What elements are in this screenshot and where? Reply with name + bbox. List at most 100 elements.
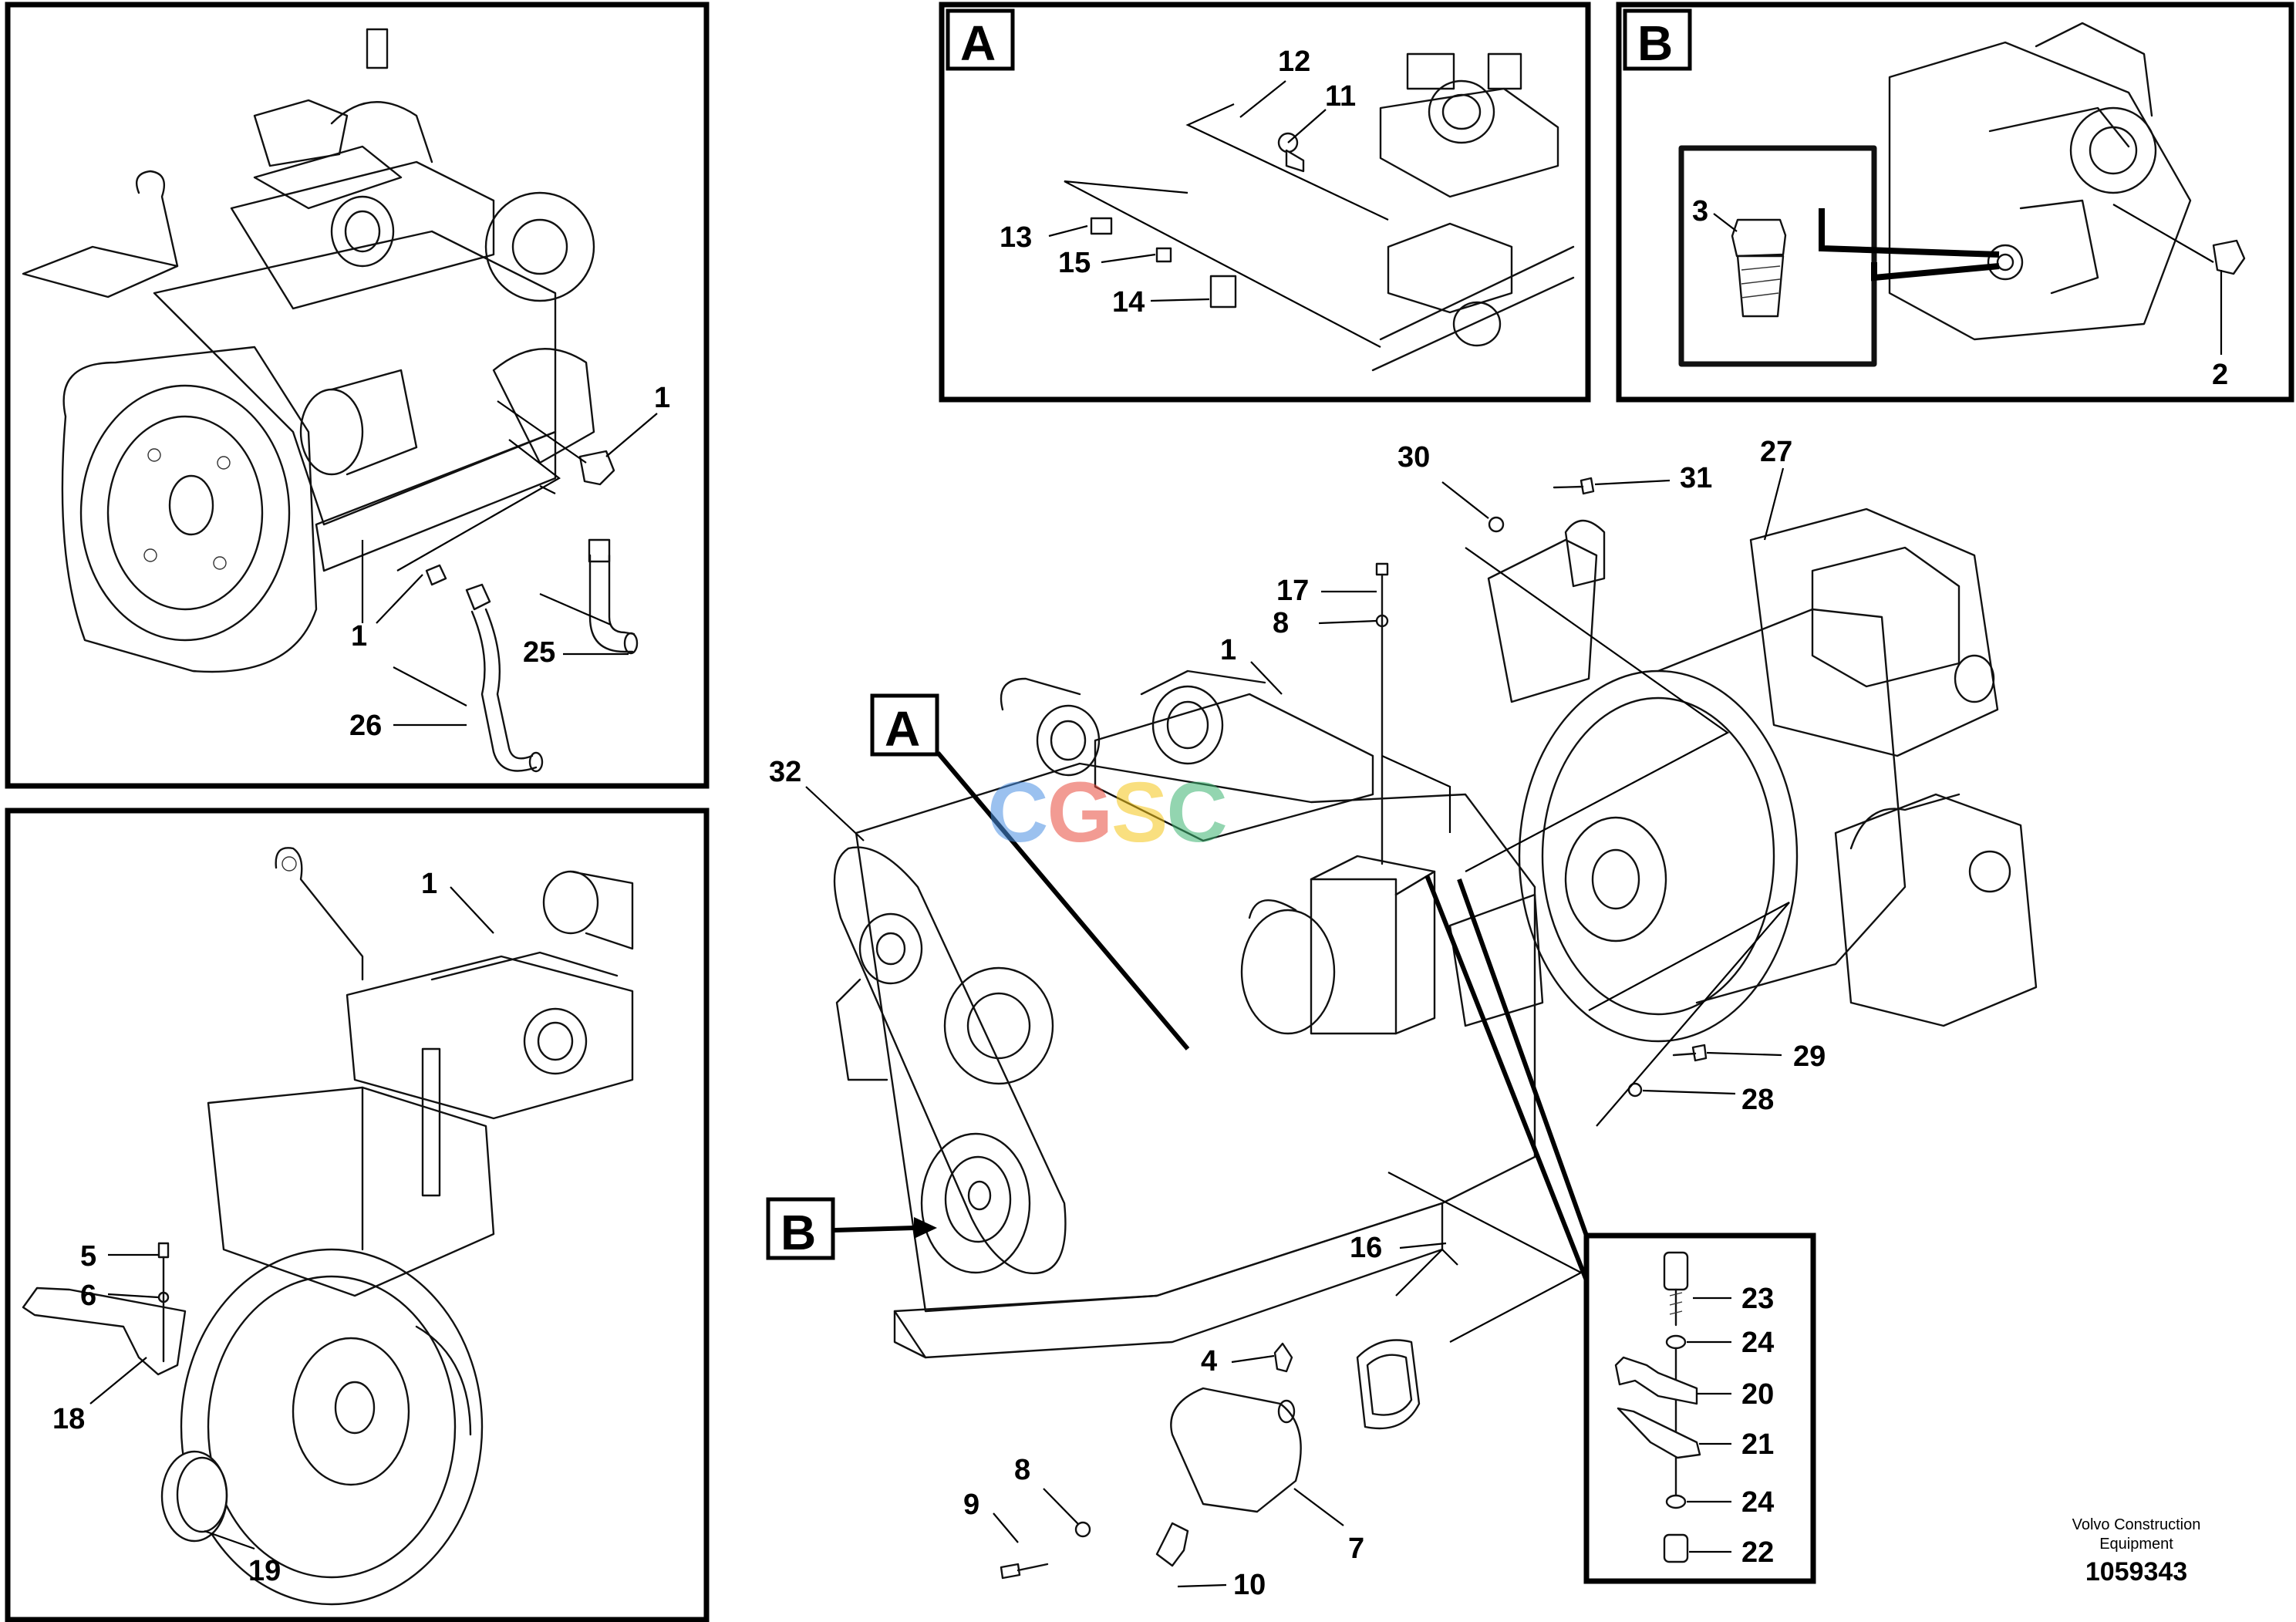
leader-4 [1231, 1354, 1275, 1364]
callout-15: 15 [1058, 247, 1091, 279]
leader-14 [1150, 298, 1210, 302]
watermark-logo: CGSC [987, 764, 1228, 862]
callout-13: 13 [1000, 221, 1032, 254]
leader-19 [204, 1529, 255, 1550]
detail-b-arrowhead [914, 1217, 937, 1239]
leader-31 [1594, 479, 1671, 486]
callout-11: 11 [1325, 80, 1356, 113]
leader-1d [1250, 661, 1283, 695]
callout-24b: 24 [1741, 1486, 1774, 1519]
detail-b-link2 [1871, 262, 2000, 282]
callout-25: 25 [523, 636, 555, 669]
company-name: Volvo Construction Equipment [2072, 1516, 2201, 1553]
leader-1c [450, 886, 494, 934]
leader-1a [605, 413, 658, 457]
callout-30: 30 [1397, 441, 1430, 474]
callout-31: 31 [1680, 462, 1712, 494]
leader-7 [1293, 1488, 1344, 1526]
leader-6 [107, 1293, 159, 1299]
leader-29 [1706, 1051, 1782, 1057]
watermark-letter-4: C [1166, 765, 1227, 860]
main-ref-31 [1465, 547, 1730, 872]
callout-18: 18 [52, 1403, 85, 1435]
callout-8a: 8 [1273, 607, 1289, 639]
leader-a-frame2 [1185, 103, 1389, 221]
callout-19: 19 [248, 1555, 281, 1587]
leader-10 [1177, 1583, 1227, 1588]
stack-link-2 [1424, 874, 1589, 1282]
callout-2: 2 [2212, 359, 2228, 391]
callout-14: 14 [1112, 286, 1145, 319]
leader-1b [376, 574, 423, 624]
detail-a-frame [939, 2, 1591, 403]
leader-26b [393, 666, 467, 706]
callout-21: 21 [1741, 1428, 1774, 1461]
panel-bottom-left-frame [5, 808, 710, 1622]
main-engine-drawing [833, 477, 2038, 1580]
main-ref-16 [1395, 1248, 1458, 1297]
callout-10: 10 [1233, 1569, 1266, 1601]
detail-b-drawing [1678, 22, 2246, 367]
panel-top-left-frame [5, 2, 710, 789]
engine-drawing-top-left [22, 28, 639, 773]
callout-28: 28 [1741, 1084, 1774, 1116]
callout-9: 9 [963, 1489, 979, 1521]
main-ref-17 [1381, 754, 1451, 833]
callout-6: 6 [80, 1280, 96, 1312]
detail-b-link [1819, 208, 2000, 258]
callout-17: 17 [1276, 575, 1309, 607]
detail-stack-frame [1583, 1233, 1816, 1584]
leader-27 [1763, 467, 1785, 541]
callout-1b: 1 [351, 620, 367, 653]
detail-a-arrow [936, 751, 1190, 1050]
callout-5: 5 [80, 1240, 96, 1273]
callout-22: 22 [1741, 1536, 1774, 1569]
detail-b-frame [1616, 2, 2294, 403]
leader-8b [1043, 1488, 1079, 1525]
leader-a-frame [1064, 180, 1381, 348]
callout-4: 4 [1201, 1345, 1217, 1378]
callout-32: 32 [769, 756, 801, 788]
leader-30 [1441, 481, 1489, 519]
engine-drawing-bottom-left [22, 847, 634, 1606]
callout-1c: 1 [421, 868, 437, 900]
detail-b-tag-box [1623, 8, 1692, 71]
leader-3 [1713, 213, 1738, 232]
leader-18 [89, 1357, 147, 1404]
leader-28 [1642, 1089, 1736, 1095]
leader-15 [1101, 253, 1156, 264]
leader-25b [539, 592, 612, 626]
detail-a-tag: A [960, 15, 996, 71]
watermark-letter-2: G [1047, 765, 1113, 860]
callout-20: 20 [1741, 1378, 1774, 1411]
stack-link-1 [1457, 878, 1589, 1237]
leader-16 [1399, 1242, 1447, 1249]
callout-1a: 1 [654, 382, 670, 414]
callout-3: 3 [1692, 195, 1708, 228]
detail-a-main-tag: A [885, 701, 920, 757]
callout-27: 27 [1760, 436, 1792, 468]
document-number: 1059343 [2085, 1557, 2188, 1587]
leader-13 [1048, 224, 1088, 238]
callout-23: 23 [1741, 1283, 1774, 1315]
leader-8a [1318, 619, 1377, 625]
callout-24a: 24 [1741, 1327, 1774, 1359]
callout-16: 16 [1350, 1232, 1382, 1264]
leader-12 [1239, 80, 1286, 118]
detail-b-main-tag-box [766, 1197, 835, 1260]
leader-2b [2112, 204, 2214, 263]
callout-1d: 1 [1220, 634, 1236, 666]
callout-12: 12 [1278, 46, 1310, 78]
detail-a-tag-box [946, 8, 1015, 71]
main-ref-29 [1588, 902, 1790, 1127]
detail-b-tag: B [1637, 15, 1673, 71]
footer: Volvo Construction Equipment 1059343 [2048, 1516, 2225, 1587]
leader-11 [1287, 109, 1327, 143]
detail-a-main-tag-box [870, 693, 939, 757]
callout-7: 7 [1348, 1533, 1364, 1565]
callout-8b: 8 [1014, 1454, 1030, 1486]
callout-29: 29 [1793, 1040, 1826, 1073]
leader-32 [805, 786, 865, 841]
detail-b-arrow [834, 1226, 915, 1233]
